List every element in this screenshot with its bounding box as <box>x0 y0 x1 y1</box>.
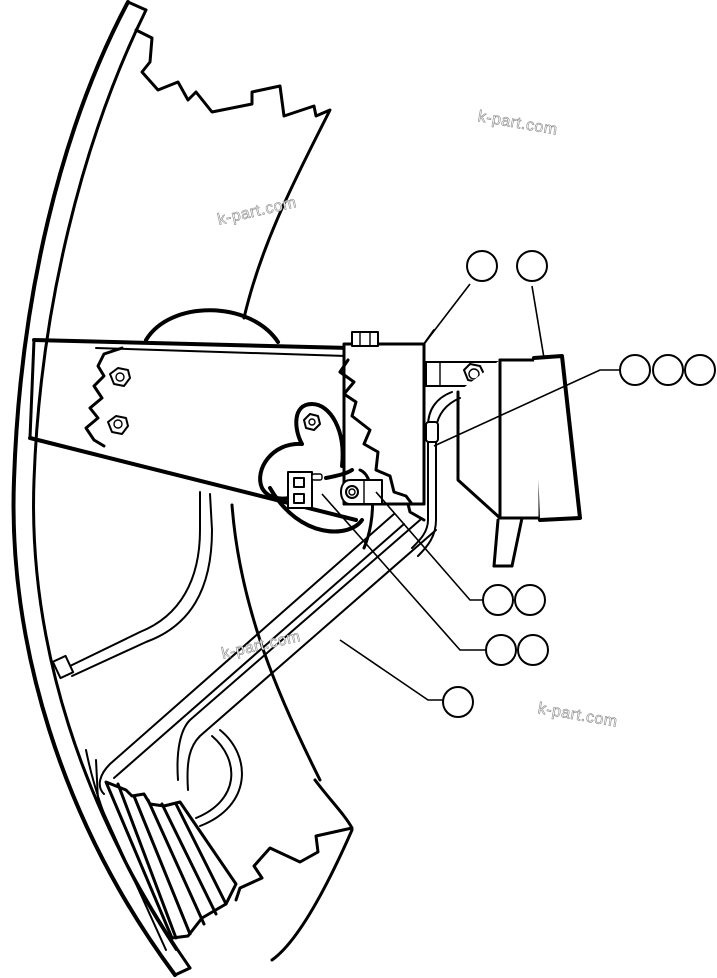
callout-f <box>442 686 474 718</box>
coil-spring-boot <box>85 749 238 951</box>
connector-terminal <box>287 471 323 509</box>
broken-panel-bottom <box>234 778 354 902</box>
end-plate <box>342 329 435 506</box>
spring-loop <box>195 729 243 827</box>
brake-pipe <box>411 391 461 557</box>
callout-e <box>485 634 549 666</box>
ring-terminal-clamp <box>340 479 383 505</box>
callout-c <box>619 354 716 386</box>
hub-dome <box>144 308 280 344</box>
inner-wheel-curve <box>230 503 354 962</box>
callout-d <box>482 584 546 616</box>
plate-break-edge <box>338 358 414 506</box>
callout-leaders <box>321 283 620 701</box>
control-box <box>425 354 582 568</box>
lower-pipe <box>51 491 213 680</box>
broken-panel-top <box>134 28 332 320</box>
tie-rod-linkage <box>98 513 437 795</box>
callout-a <box>466 250 498 282</box>
wheel-rim <box>11 0 192 977</box>
callout-b <box>516 250 548 282</box>
hex-bolt-lower <box>107 415 129 435</box>
hex-bolt-upper <box>109 367 131 387</box>
